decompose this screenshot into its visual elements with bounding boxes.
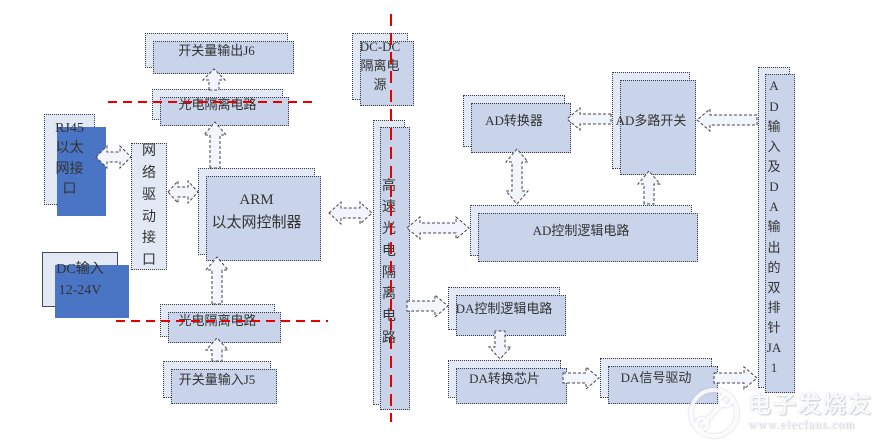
watermark-brand: 电子发烧友: [748, 391, 873, 417]
arrow-arm-to-opto-upper: [202, 121, 228, 169]
block-dcdc-isolated-power: DC-DC隔离电源: [352, 33, 414, 106]
block-ad-converter: AD转换器: [463, 95, 571, 153]
block-ad-multiplexer: AD多路开关: [612, 72, 696, 175]
block-label: AD输入及DA输出的双排针JA1: [766, 78, 782, 376]
arrow-dactrl-to-dachip: [487, 330, 513, 360]
arrow-dachip-to-dadrv: [562, 365, 600, 391]
block-label: 开关量输入J5: [178, 371, 256, 387]
arrow-admux-to-adconv: [566, 106, 612, 132]
block-label: 高速光电隔离电路: [382, 178, 396, 346]
block-label: 光电隔离电路: [178, 96, 257, 112]
arrow-netdrv-arm: [167, 179, 199, 205]
block-arm-ethernet-controller: ARM 以太网控制器: [198, 168, 321, 261]
arrow-ja1-to-admux: [696, 107, 758, 133]
isolation-line-upper: [108, 101, 318, 103]
block-label-line2: 12-24V: [58, 282, 102, 298]
block-label: DA转换芯片: [469, 371, 540, 387]
block-label: AD多路开关: [615, 112, 687, 128]
block-highspeed-opto-isolation: 高速光电隔离电路: [373, 120, 410, 410]
arrow-hsopto-to-dactrl: [406, 293, 449, 319]
block-switch-input-j5: 开关量输入J5: [163, 361, 277, 404]
arrow-j5-to-opto-lower: [204, 337, 230, 362]
block-dc-input: DC输入 12-24V: [42, 252, 129, 318]
block-label-line1: ARM: [239, 192, 274, 208]
block-network-driver-interface: 网络驱动接口: [131, 143, 167, 270]
block-label: RJ45以太网接口: [55, 120, 84, 197]
block-label: 网络驱动接口: [142, 144, 156, 268]
watermark: 电子发烧友 www.elecfans.com: [686, 384, 873, 440]
block-label: AD转换器: [485, 113, 543, 129]
block-da-converter-chip: DA转换芯片: [448, 360, 567, 404]
arrow-hsopto-adctrl: [406, 215, 470, 241]
block-switch-output-j6: 开关量输出J6: [145, 33, 294, 74]
block-label-line1: DC输入: [56, 261, 104, 277]
block-label: DC-DC隔离电源: [359, 39, 401, 92]
arrow-adctrl-to-admux: [636, 170, 662, 205]
isolation-line-lower: [116, 320, 328, 322]
arrow-dadrv-to-ja1: [713, 365, 758, 391]
block-da-signal-driver: DA信号驱动: [600, 358, 718, 404]
arrow-opto-lower-to-arm: [204, 256, 230, 305]
arrow-arm-hsopto: [328, 200, 373, 226]
block-label: DA信号驱动: [620, 370, 692, 386]
arrow-opto-upper-to-j6: [201, 68, 227, 91]
elecfans-logo-icon: [689, 388, 739, 438]
arrow-rj45-netdrv: [95, 144, 132, 170]
block-ad-control-logic: AD控制逻辑电路: [470, 205, 698, 262]
block-ja1-header: AD输入及DA输出的双排针JA1: [758, 67, 795, 393]
block-da-control-logic: DA控制逻辑电路: [448, 287, 566, 336]
isolation-line-vertical: [390, 14, 392, 422]
block-label: DA控制逻辑电路: [455, 300, 553, 316]
block-label: 开关量输出J6: [178, 42, 255, 58]
arrow-adconv-adctrl: [504, 148, 530, 205]
block-label: AD控制逻辑电路: [532, 222, 630, 238]
block-rj45-ethernet-port: RJ45以太网接口: [44, 114, 106, 216]
watermark-site: www.elecfans.com: [748, 417, 856, 432]
block-label-line2: 以太网控制器: [211, 214, 302, 231]
